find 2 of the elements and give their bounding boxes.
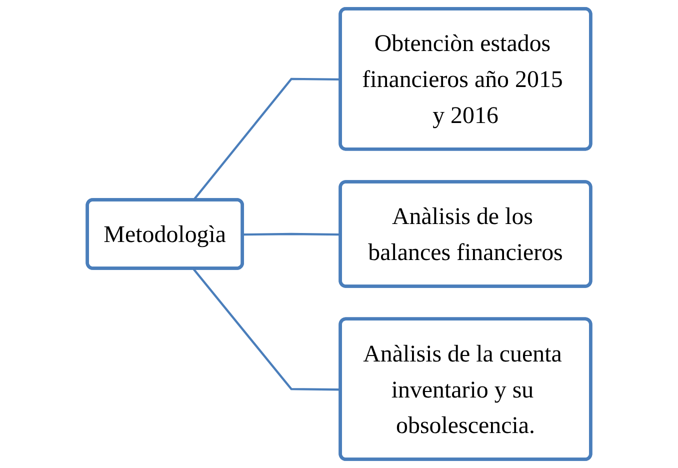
connector: [192, 268, 341, 391]
connector: [242, 232, 341, 236]
